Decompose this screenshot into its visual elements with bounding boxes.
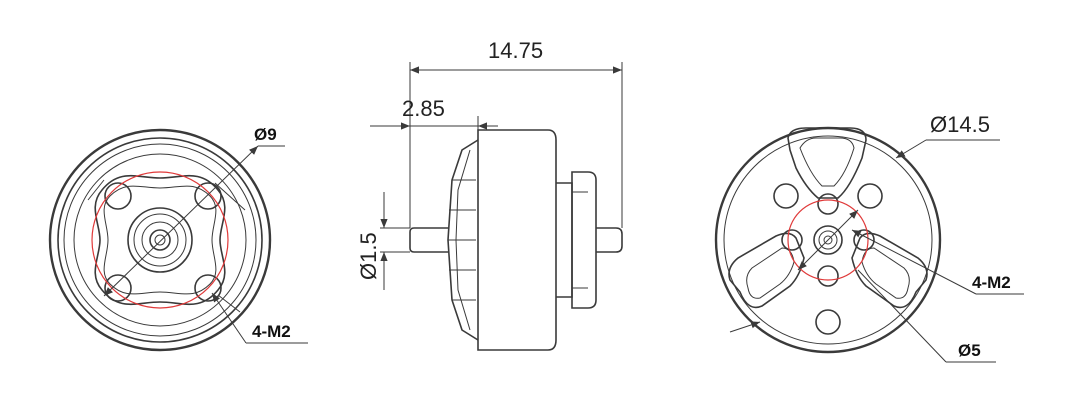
front-inner-rim xyxy=(57,137,263,343)
rear-bolt-hole xyxy=(781,229,803,251)
front-diameter-label: Ø9 xyxy=(254,125,277,144)
shaft-length-label: 2.85 xyxy=(402,96,445,121)
rear-spoke-top xyxy=(787,127,867,199)
front-bolt-hole xyxy=(194,182,222,210)
rear-hole-circle-label: Ø5 xyxy=(958,341,981,360)
rear-bolt-hole xyxy=(817,193,839,215)
front-bolt-hole xyxy=(104,274,132,302)
rear-hole-circle xyxy=(787,199,869,281)
rear-vent-hole xyxy=(857,183,883,209)
front-shaft xyxy=(149,229,171,251)
rear-vent-hole xyxy=(815,309,841,335)
shaft-diameter-label: Ø1.5 xyxy=(356,232,381,280)
rear-spoke-right xyxy=(851,232,928,309)
rear-outer-diameter-label: Ø14.5 xyxy=(930,112,990,137)
side-rear-flange xyxy=(556,182,573,298)
rear-bolt-hole xyxy=(817,265,839,287)
total-length-label: 14.75 xyxy=(488,38,543,63)
side-view: 14.75 2.85 Ø1.5 xyxy=(356,38,623,351)
front-thread-label: 4-M2 xyxy=(252,322,291,341)
rear-thread-label: 4-M2 xyxy=(972,273,1011,292)
front-outer-rim xyxy=(48,128,272,352)
front-center-boss xyxy=(127,207,193,273)
rear-vent-hole xyxy=(773,183,799,209)
rear-view: Ø14.5 4-M2 Ø5 xyxy=(714,112,1024,363)
rear-spoke-left xyxy=(728,232,805,309)
side-motor-can xyxy=(477,129,557,351)
side-shaft xyxy=(409,227,448,253)
front-view: Ø9 4-M2 xyxy=(48,125,308,352)
